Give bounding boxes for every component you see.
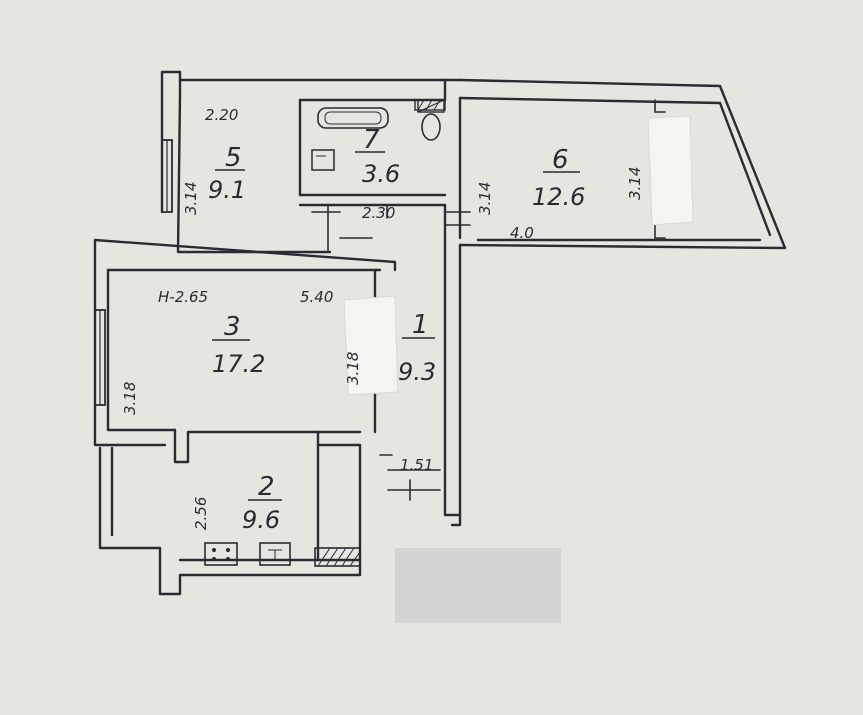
dimension-label: 4.0	[510, 224, 534, 242]
redaction-block	[395, 548, 561, 623]
room-3-number: 3	[224, 312, 241, 342]
room-1-number: 1	[412, 310, 429, 340]
room-6-area: 12.6	[532, 183, 585, 211]
room-2-area: 9.6	[242, 506, 280, 534]
dimension-label: 3.18	[121, 382, 139, 415]
dimension-label: 2.20	[205, 106, 238, 124]
dimension-label: H-2.65	[158, 288, 208, 306]
room-2-number: 2	[258, 472, 275, 502]
sink-icon	[311, 149, 335, 171]
dimension-label: 1.51	[400, 456, 433, 474]
correction-patch	[343, 295, 399, 396]
room-6-number: 6	[552, 145, 569, 175]
hatch-icon	[414, 99, 446, 111]
ventilation-shaft-icon	[314, 547, 361, 567]
room-7-number: 7	[363, 125, 380, 155]
room-5-area: 9.1	[208, 176, 246, 204]
dimension-label: 5.40	[300, 288, 333, 306]
room-3-area: 17.2	[212, 350, 265, 378]
dimension-label: 2.30	[362, 204, 395, 222]
stove-icon	[204, 542, 238, 566]
dimension-label: 3.14	[626, 167, 644, 200]
room-1-area: 9.3	[398, 358, 436, 386]
dimension-label: 3.18	[344, 352, 362, 385]
bathtub-icon	[317, 107, 389, 129]
dimension-label: 3.14	[182, 182, 200, 215]
room-5-number: 5	[225, 143, 242, 173]
walls	[93, 70, 787, 596]
kitchen-sink-icon	[259, 542, 291, 566]
windows	[94, 139, 173, 406]
toilet-icon	[417, 99, 445, 141]
room-7-area: 3.6	[362, 160, 400, 188]
dimension-label: 3.14	[476, 182, 494, 215]
correction-patch	[647, 115, 694, 226]
dimension-label: 2.56	[192, 497, 210, 530]
